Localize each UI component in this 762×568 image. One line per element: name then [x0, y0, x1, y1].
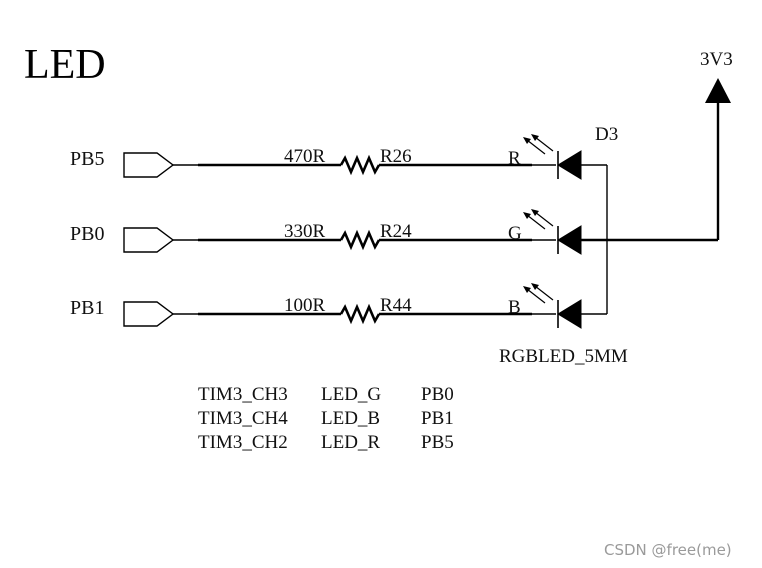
- led-name: LED_G: [321, 384, 381, 405]
- pin-name: PB1: [421, 408, 454, 429]
- resistor-value-label: 330R: [284, 221, 326, 242]
- pin-name: PB5: [421, 432, 454, 453]
- power-arrow-icon: [705, 78, 731, 103]
- led-name: LED_B: [321, 408, 380, 429]
- schematic-title: LED: [24, 42, 106, 88]
- channel-row-pb5: PB5 470R R26 R: [70, 134, 582, 180]
- timer-channel: TIM3_CH3: [198, 384, 288, 405]
- net-label: PB0: [70, 223, 104, 245]
- port-flag-icon: [123, 152, 175, 178]
- led-name: LED_R: [321, 432, 380, 453]
- light-emission-arrows-icon: [523, 209, 554, 230]
- resistor-icon: [339, 229, 381, 251]
- port-flag-icon: [123, 301, 175, 327]
- led-color-label: B: [508, 297, 521, 318]
- channel-row-pb0: PB0 330R R24 G: [70, 209, 582, 255]
- watermark: CSDN @free(me): [604, 541, 732, 559]
- led-color-label: R: [508, 148, 521, 169]
- resistor-icon: [339, 154, 381, 176]
- diode-part-label: RGBLED_5MM: [499, 346, 628, 367]
- mapping-row: TIM3_CH3 LED_G PB0: [198, 384, 454, 405]
- led-diode-icon: [557, 299, 582, 329]
- pin-mapping-table: TIM3_CH3 LED_G PB0 TIM3_CH4 LED_B PB1 TI…: [198, 384, 454, 453]
- timer-channel: TIM3_CH2: [198, 432, 288, 453]
- diode-ref-label: D3: [595, 124, 618, 145]
- light-emission-arrows-icon: [523, 283, 554, 304]
- resistor-ref-label: R24: [380, 221, 412, 242]
- mapping-row: TIM3_CH4 LED_B PB1: [198, 408, 454, 429]
- timer-channel: TIM3_CH4: [198, 408, 288, 429]
- led-color-label: G: [508, 223, 522, 244]
- net-label: PB1: [70, 297, 104, 319]
- port-flag-icon: [123, 227, 175, 253]
- resistor-ref-label: R26: [380, 146, 412, 167]
- led-diode-icon: [557, 150, 582, 180]
- resistor-ref-label: R44: [380, 295, 412, 316]
- resistor-icon: [339, 303, 381, 325]
- channel-row-pb1: PB1 100R R44 B: [70, 283, 582, 329]
- net-label: PB5: [70, 148, 104, 170]
- resistor-value-label: 100R: [284, 295, 326, 316]
- led-diode-icon: [557, 225, 582, 255]
- resistor-value-label: 470R: [284, 146, 326, 167]
- mapping-row: TIM3_CH2 LED_R PB5: [198, 432, 454, 453]
- pin-name: PB0: [421, 384, 454, 405]
- power-label-3v3: 3V3: [700, 49, 733, 70]
- light-emission-arrows-icon: [523, 134, 554, 155]
